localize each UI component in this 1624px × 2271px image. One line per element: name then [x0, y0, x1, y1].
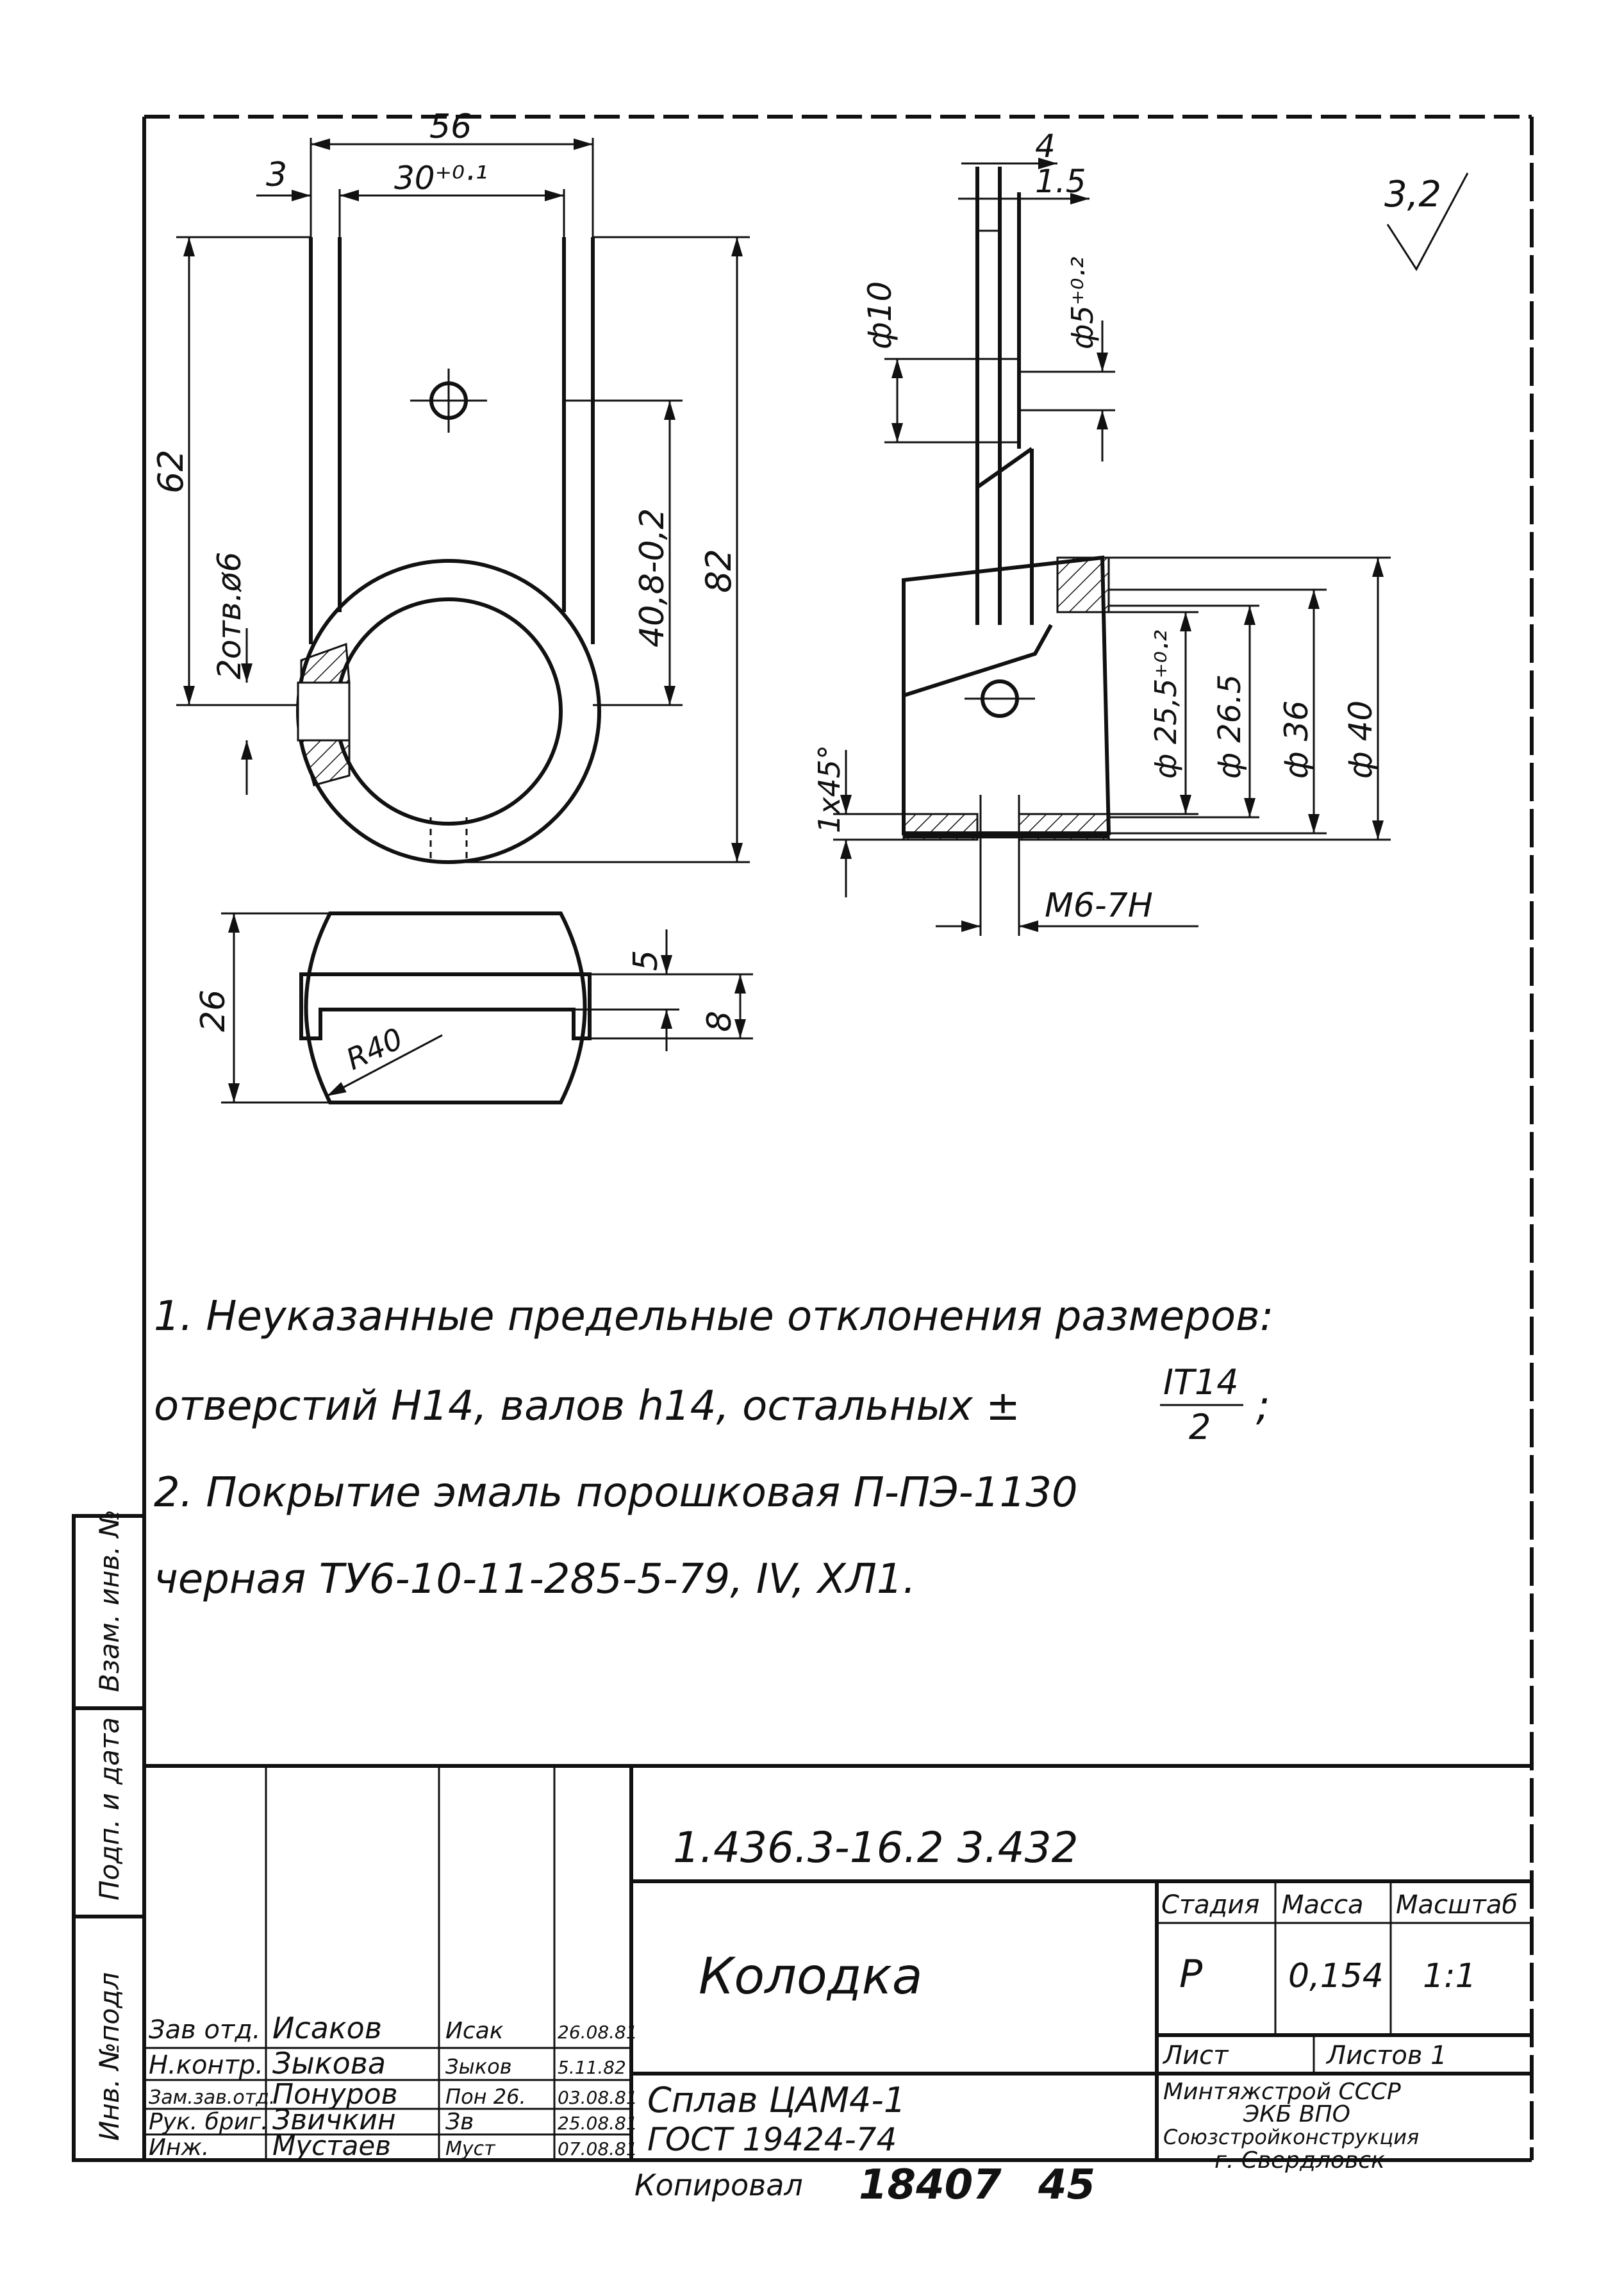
dim-holes: 2отв.ø6 [211, 552, 248, 679]
dim-thread: M6-7H [1045, 886, 1153, 925]
name-4: Звичкин [272, 2104, 396, 2136]
org-line-1: Минтяжстрой СССР [1163, 2079, 1401, 2105]
copied-number-2: 45 [1038, 2161, 1095, 2209]
dim-d36: ф 36 [1278, 701, 1315, 779]
dim-56: 56 [429, 108, 472, 146]
dim-chamfer: 1x45° [812, 745, 847, 833]
org-line-4: г. Свердловск [1214, 2147, 1385, 2174]
dim-26: 26 [194, 990, 233, 1032]
date-2: 5.11.82 [558, 2057, 626, 2078]
note-line-2-suffix: ; [1256, 1383, 1270, 1430]
material-line-1: Сплав ЦАМ4-1 [647, 2080, 906, 2120]
part-name: Колодка [699, 1948, 923, 2006]
title-block: 1.436.3-16.2 3.432 Колодка Сплав ЦАМ4-1 … [144, 1764, 1532, 2209]
side-view: 4 1.5 ф10 ф5⁺⁰·² ф 25,5⁺⁰·² ф 26.5 ф 36 … [812, 128, 1391, 936]
signature-2: Зыков [445, 2054, 512, 2079]
dim-r40: R40 [341, 1021, 408, 1077]
name-2: Зыкова [272, 2046, 386, 2081]
date-5: 07.08.81 [558, 2138, 638, 2159]
dim-d10: ф10 [861, 281, 899, 349]
role-3: Зам.зав.отд. [149, 2086, 275, 2109]
dim-40-8: 40,8-0,2 [633, 508, 672, 647]
strip-cell-1: Инв. №подл [94, 1972, 125, 2141]
dim-3: 3 [266, 156, 287, 194]
stage-value: Р [1179, 1952, 1203, 1997]
material-line-2: ГОСТ 19424-74 [647, 2121, 897, 2158]
dim-d26-5: ф 26.5 [1212, 674, 1248, 779]
copied-label: Копировал [634, 2168, 803, 2202]
header-scale: Масштаб [1396, 1890, 1518, 1920]
note-line-3: 2. Покрытие эмаль порошковая П-ПЭ-1130 [154, 1469, 1078, 1517]
header-stage: Стадия [1161, 1890, 1259, 1920]
front-view: 56 30⁺⁰·¹ 3 62 2отв.ø6 40,8-0,2 82 [151, 108, 750, 864]
dim-82: 82 [699, 549, 739, 593]
strip-cell-2: Подп. и дата [94, 1717, 125, 1901]
roughness-value: 3,2 [1384, 174, 1441, 215]
dim-8: 8 [700, 1011, 739, 1032]
dim-d5: ф5⁺⁰·² [1065, 257, 1100, 349]
dim-d40: ф 40 [1342, 701, 1379, 779]
header-mass: Масса [1282, 1890, 1364, 1920]
note-line-2-prefix: отверстий H14, валов h14, остальных ± [154, 1383, 1020, 1430]
signature-5: Муст [445, 2138, 496, 2160]
top-view: 26 R40 5 8 [194, 911, 753, 1104]
dim-4: 4 [1035, 128, 1056, 165]
org-line-3: Союзстройконструкция [1163, 2125, 1419, 2149]
role-1: Зав отд. [149, 2015, 261, 2045]
technical-notes: 1. Неуказанные предельные отклонения раз… [154, 1293, 1273, 1603]
date-1: 26.08.81 [558, 2022, 638, 2043]
note-fraction-den: 2 [1189, 1407, 1211, 1447]
strip-cell-3: Взам. инв. № [94, 1510, 125, 1692]
signature-4: Зв [445, 2109, 474, 2135]
date-3: 03.08.81 [558, 2087, 638, 2108]
dim-1-5: 1.5 [1035, 163, 1086, 200]
dim-5: 5 [627, 950, 665, 971]
role-4: Рук. бриг. [149, 2109, 268, 2135]
dim-d25-5: ф 25,5⁺⁰·² [1148, 630, 1183, 779]
note-fraction-num: IT14 [1163, 1362, 1239, 1402]
note-line-4: черная ТУ6-10-11-285-5-79, IV, ХЛ1. [154, 1556, 916, 1603]
org-line-2: ЭКБ ВПО [1243, 2101, 1350, 2127]
date-4: 25.08.81 [558, 2113, 638, 2134]
signature-1: Исак [445, 2018, 504, 2044]
name-3: Понуров [272, 2078, 398, 2111]
copied-number-1: 18407 [859, 2161, 1002, 2209]
dim-30: 30⁺⁰·¹ [394, 160, 488, 197]
side-strip: Инв. №подл Подп. и дата Взам. инв. № [72, 1510, 146, 2162]
scale-value: 1:1 [1423, 1957, 1477, 1995]
role-2: Н.контр. [149, 2051, 263, 2080]
role-5: Инж. [149, 2134, 209, 2161]
doc-number: 1.436.3-16.2 3.432 [673, 1823, 1079, 1872]
name-1: Исаков [272, 2011, 382, 2045]
roughness-mark: 3,2 [1384, 172, 1469, 271]
sheet-label: Лист [1162, 2041, 1229, 2070]
mass-value: 0,154 [1288, 1957, 1384, 1995]
signature-3: Пон 26. [445, 2084, 526, 2109]
note-line-2: отверстий H14, валов h14, остальных ± [154, 1383, 1020, 1430]
dim-62: 62 [151, 449, 191, 494]
name-5: Мустаев [272, 2130, 391, 2161]
sheets-label: Листов 1 [1325, 2041, 1447, 2070]
note-line-1: 1. Неуказанные предельные отклонения раз… [154, 1293, 1273, 1340]
